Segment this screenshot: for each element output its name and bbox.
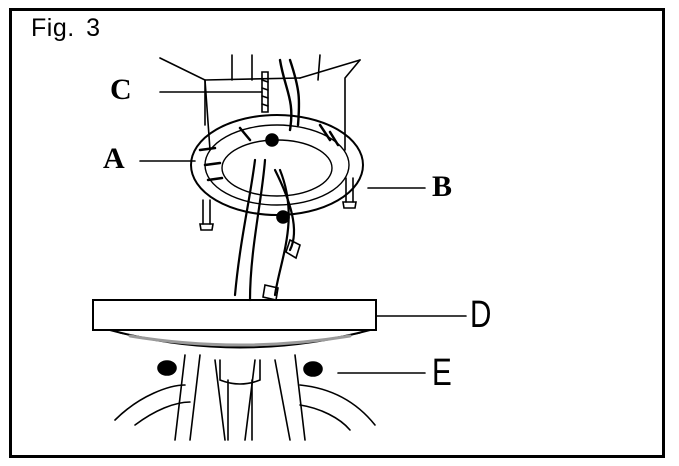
wire-nut-connectors bbox=[265, 133, 290, 224]
callout-label-e: E bbox=[432, 352, 452, 394]
callout-leaders bbox=[139, 91, 467, 374]
figure-title: Fig. 3 bbox=[31, 14, 101, 42]
hanging-wires bbox=[233, 158, 301, 302]
figure-frame bbox=[9, 8, 665, 458]
callout-label-b: B bbox=[432, 170, 453, 203]
mounting-screw-b bbox=[342, 177, 357, 209]
canopy-screws-e bbox=[157, 360, 323, 377]
callout-label-c: C bbox=[110, 73, 132, 106]
mounting-screw-c bbox=[261, 71, 269, 113]
ceiling-wires bbox=[278, 58, 301, 132]
ceiling-structure bbox=[159, 54, 361, 151]
mounting-bracket bbox=[190, 114, 364, 216]
canopy-d bbox=[92, 299, 377, 349]
fan-motor-housing bbox=[114, 354, 376, 441]
callout-label-d: D bbox=[470, 294, 492, 336]
mounting-screw-a bbox=[199, 199, 214, 231]
callout-label-a: A bbox=[103, 142, 125, 175]
